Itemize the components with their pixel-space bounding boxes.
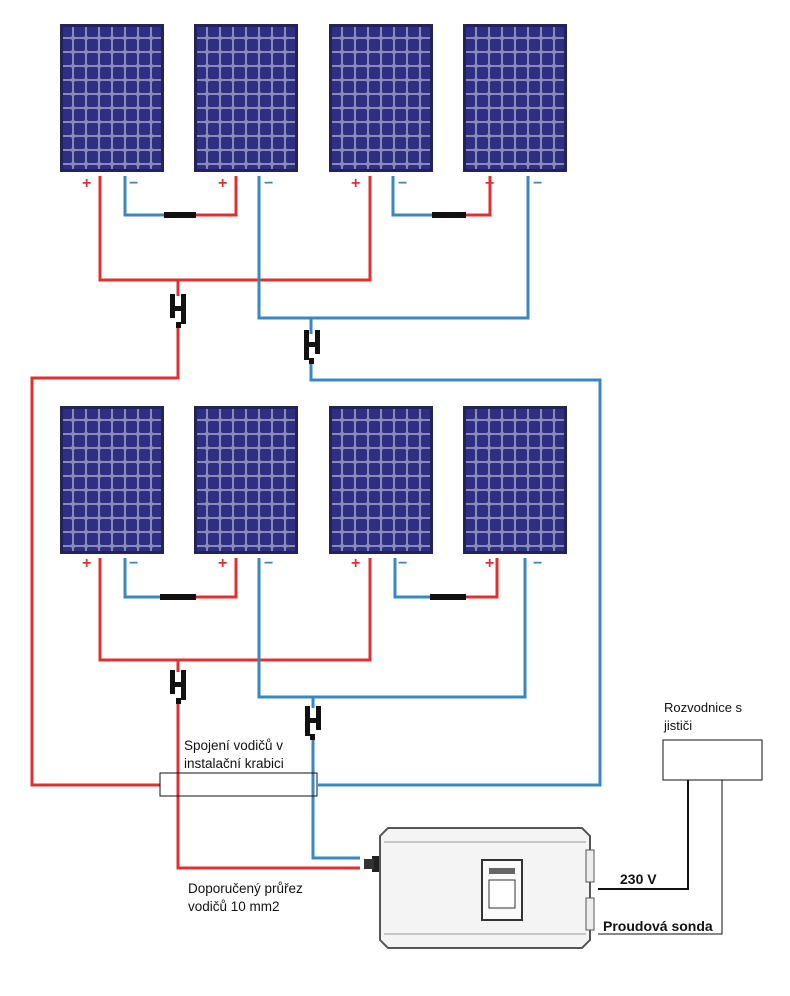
- positive-terminal: +: [82, 555, 92, 572]
- negative-terminal: −: [129, 175, 139, 192]
- solar-panel: [329, 406, 433, 554]
- cable-section-label-line2: vodičů 10 mm2: [188, 899, 280, 914]
- negative-wiring-top: [123, 176, 602, 787]
- positive-terminal: +: [218, 175, 228, 192]
- series-connector: [160, 594, 196, 600]
- positive-terminal: +: [82, 175, 92, 192]
- mc4-y-connector-icon: [170, 294, 186, 328]
- negative-terminal: −: [533, 555, 543, 572]
- positive-terminal: +: [218, 555, 228, 572]
- positive-wiring-bottom: [98, 558, 499, 870]
- solar-panel: [194, 406, 298, 554]
- distribution-board-label-line1: Rozvodnice s: [664, 700, 743, 715]
- negative-wiring-bottom: [123, 558, 527, 860]
- series-connector: [164, 212, 196, 218]
- current-probe-line: [598, 780, 723, 935]
- voltage-label: 230 V: [620, 871, 657, 887]
- junction-box-label-line1: Spojení vodičů v: [184, 738, 284, 753]
- series-connector: [432, 212, 466, 218]
- positive-terminal: +: [485, 555, 495, 572]
- positive-terminal: +: [351, 175, 361, 192]
- mc4-y-connector-icon: [305, 706, 321, 740]
- current-probe-label: Proudová sonda: [603, 918, 713, 934]
- cable-section-label-line1: Doporučený průřez: [188, 881, 303, 896]
- negative-terminal: −: [264, 175, 274, 192]
- series-connector: [430, 594, 466, 600]
- solar-panel: [463, 24, 567, 172]
- negative-terminal: −: [398, 175, 408, 192]
- mc4-y-connector-icon: [304, 330, 320, 364]
- distribution-board-label: Rozvodnice s jističi: [664, 699, 742, 735]
- negative-terminal: −: [398, 555, 408, 572]
- solar-panel: [329, 24, 433, 172]
- solar-panel: [463, 406, 567, 554]
- negative-terminal: −: [129, 555, 139, 572]
- distribution-board: [662, 739, 763, 781]
- junction-box: [159, 772, 318, 797]
- solar-panel: [194, 24, 298, 172]
- inverter-icon: [364, 827, 595, 949]
- cable-section-label: Doporučený průřez vodičů 10 mm2: [188, 880, 303, 916]
- solar-panel: [60, 24, 164, 172]
- positive-terminal: +: [351, 555, 361, 572]
- positive-wiring-top: [30, 176, 492, 787]
- negative-terminal: −: [264, 555, 274, 572]
- mc4-y-connector-icon: [170, 670, 186, 704]
- positive-terminal: +: [485, 175, 495, 192]
- distribution-board-label-line2: jističi: [664, 718, 693, 733]
- junction-box-label-line2: instalační krabici: [184, 756, 284, 771]
- solar-panel: [60, 406, 164, 554]
- ac-line: [598, 780, 689, 890]
- junction-box-label: Spojení vodičů v instalační krabici: [184, 737, 284, 773]
- negative-terminal: −: [533, 175, 543, 192]
